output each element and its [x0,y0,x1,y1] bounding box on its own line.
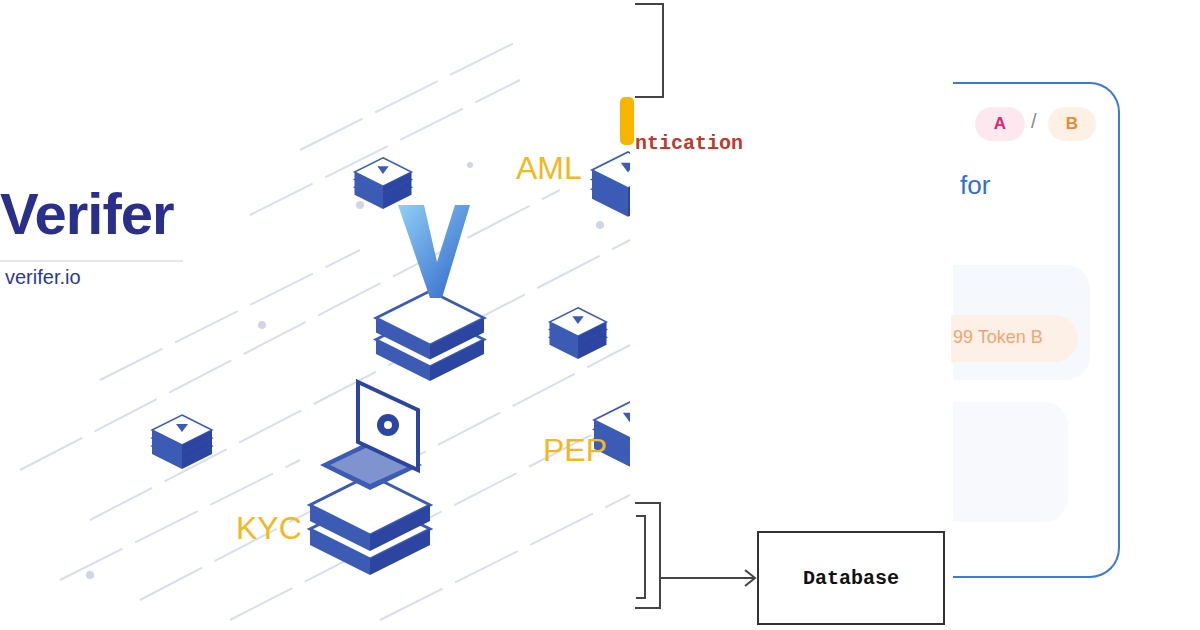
tag-label: PEP [543,432,607,469]
laptop-screen [358,382,418,470]
circuit-line [300,40,520,150]
bracket [635,503,660,608]
token-letter: B [1066,114,1078,134]
amount-text: 99 Token B [953,327,1043,348]
token-letter: A [994,114,1006,134]
illustration-group [20,40,630,620]
panel-frame: for A B 99 Token B [953,82,1120,578]
server-stack [152,415,212,469]
tag-label: AML [516,150,582,187]
circuit-dot [258,321,266,329]
circuit-dot [467,162,473,168]
leader-line [660,577,755,579]
circuit-lines [20,40,630,620]
circuit-line [140,345,630,600]
circuit-line [100,250,360,380]
circuit-line [250,80,520,215]
circuit-dot [596,221,604,229]
amount-pill: 99 Token B [951,315,1078,362]
circuit-line [90,240,630,520]
brand-name: Verifer [0,180,174,247]
server-stack [355,158,412,209]
heading-fragment: ntication [635,132,743,155]
circuit-dot [356,201,364,209]
circuit-dot [86,571,94,579]
gear-icon [377,414,399,436]
server-stack [550,308,607,359]
panel-heading: for [960,170,990,201]
arrow-head [745,570,755,586]
database-box: Database [757,531,945,625]
circuit-line [230,415,630,620]
verifer-v-mark [398,205,470,298]
separator: / [1031,110,1037,133]
yellow-tab [620,97,634,145]
token-pill: A [975,107,1025,141]
logo-rule [0,260,183,262]
logo-pedestal [376,291,484,381]
bracket [635,4,663,97]
box-label: Database [803,567,899,590]
bracket [636,516,645,598]
gear-hole [384,421,392,429]
panel-card [930,265,1090,380]
tag-label: KYC [236,510,302,547]
white-cover [630,0,953,630]
brand-url: verifer.io [5,266,81,289]
token-pill: B [1048,107,1096,141]
server-stack [592,152,630,217]
